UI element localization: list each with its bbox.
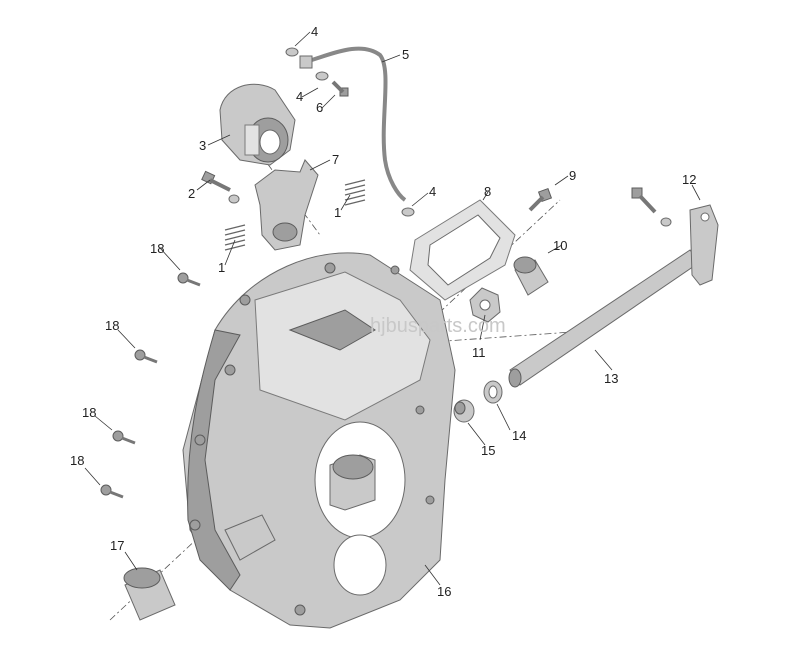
watermark-text: hjbusparts.com	[370, 315, 506, 337]
bushing-part-10	[513, 256, 549, 296]
bolt-part-18c	[112, 430, 136, 445]
gasket-part	[409, 199, 516, 301]
callout-18-second: 18	[105, 318, 119, 333]
bell-housing-part	[182, 252, 456, 629]
bolt-part-6	[331, 80, 349, 97]
washer-part-4a	[285, 47, 299, 57]
bolt-part-9	[528, 187, 553, 212]
callout-5: 5	[402, 47, 409, 62]
callout-4-top: 4	[311, 24, 318, 39]
callout-1-left: 1	[218, 260, 225, 275]
leader-lines	[84, 31, 701, 586]
callout-16: 16	[437, 584, 451, 599]
callout-11: 11	[472, 345, 486, 360]
callout-15: 15	[481, 443, 495, 458]
callout-17: 17	[110, 538, 124, 553]
callout-1-right: 1	[334, 205, 341, 220]
washer-part-4b	[315, 71, 329, 81]
callout-6: 6	[316, 100, 323, 115]
release-bearing-part	[219, 83, 296, 166]
nut-part-11	[469, 287, 501, 323]
callout-12: 12	[682, 172, 696, 187]
lever-part-12	[689, 204, 719, 286]
callout-4-right: 4	[429, 184, 436, 199]
bolt-part-18a	[177, 272, 201, 287]
callout-10: 10	[553, 238, 567, 253]
hose-fitting	[299, 55, 313, 69]
bolt-part-12	[631, 187, 672, 227]
bushing-part-14	[483, 380, 503, 404]
bolt-part-18d	[100, 484, 124, 499]
callout-14: 14	[512, 428, 526, 443]
callout-8: 8	[484, 184, 491, 199]
release-fork-part	[254, 159, 319, 251]
bushing-part-15	[453, 399, 475, 423]
spring-part-1a	[224, 224, 246, 251]
callout-3: 3	[199, 138, 206, 153]
callout-18-first: 18	[150, 241, 164, 256]
hose-part	[304, 46, 407, 202]
bushing-part-17	[123, 567, 176, 621]
washer-part-4c	[401, 207, 415, 217]
callout-18-third: 18	[82, 405, 96, 420]
callout-4-mid: 4	[296, 89, 303, 104]
bolt-part-18b	[134, 349, 158, 364]
spring-part-1b	[344, 179, 366, 206]
bolt-part-2	[201, 170, 240, 204]
callout-7: 7	[332, 152, 339, 167]
callout-9: 9	[569, 168, 576, 183]
callout-2: 2	[188, 186, 195, 201]
callout-18-fourth: 18	[70, 453, 84, 468]
callout-13: 13	[604, 371, 618, 386]
